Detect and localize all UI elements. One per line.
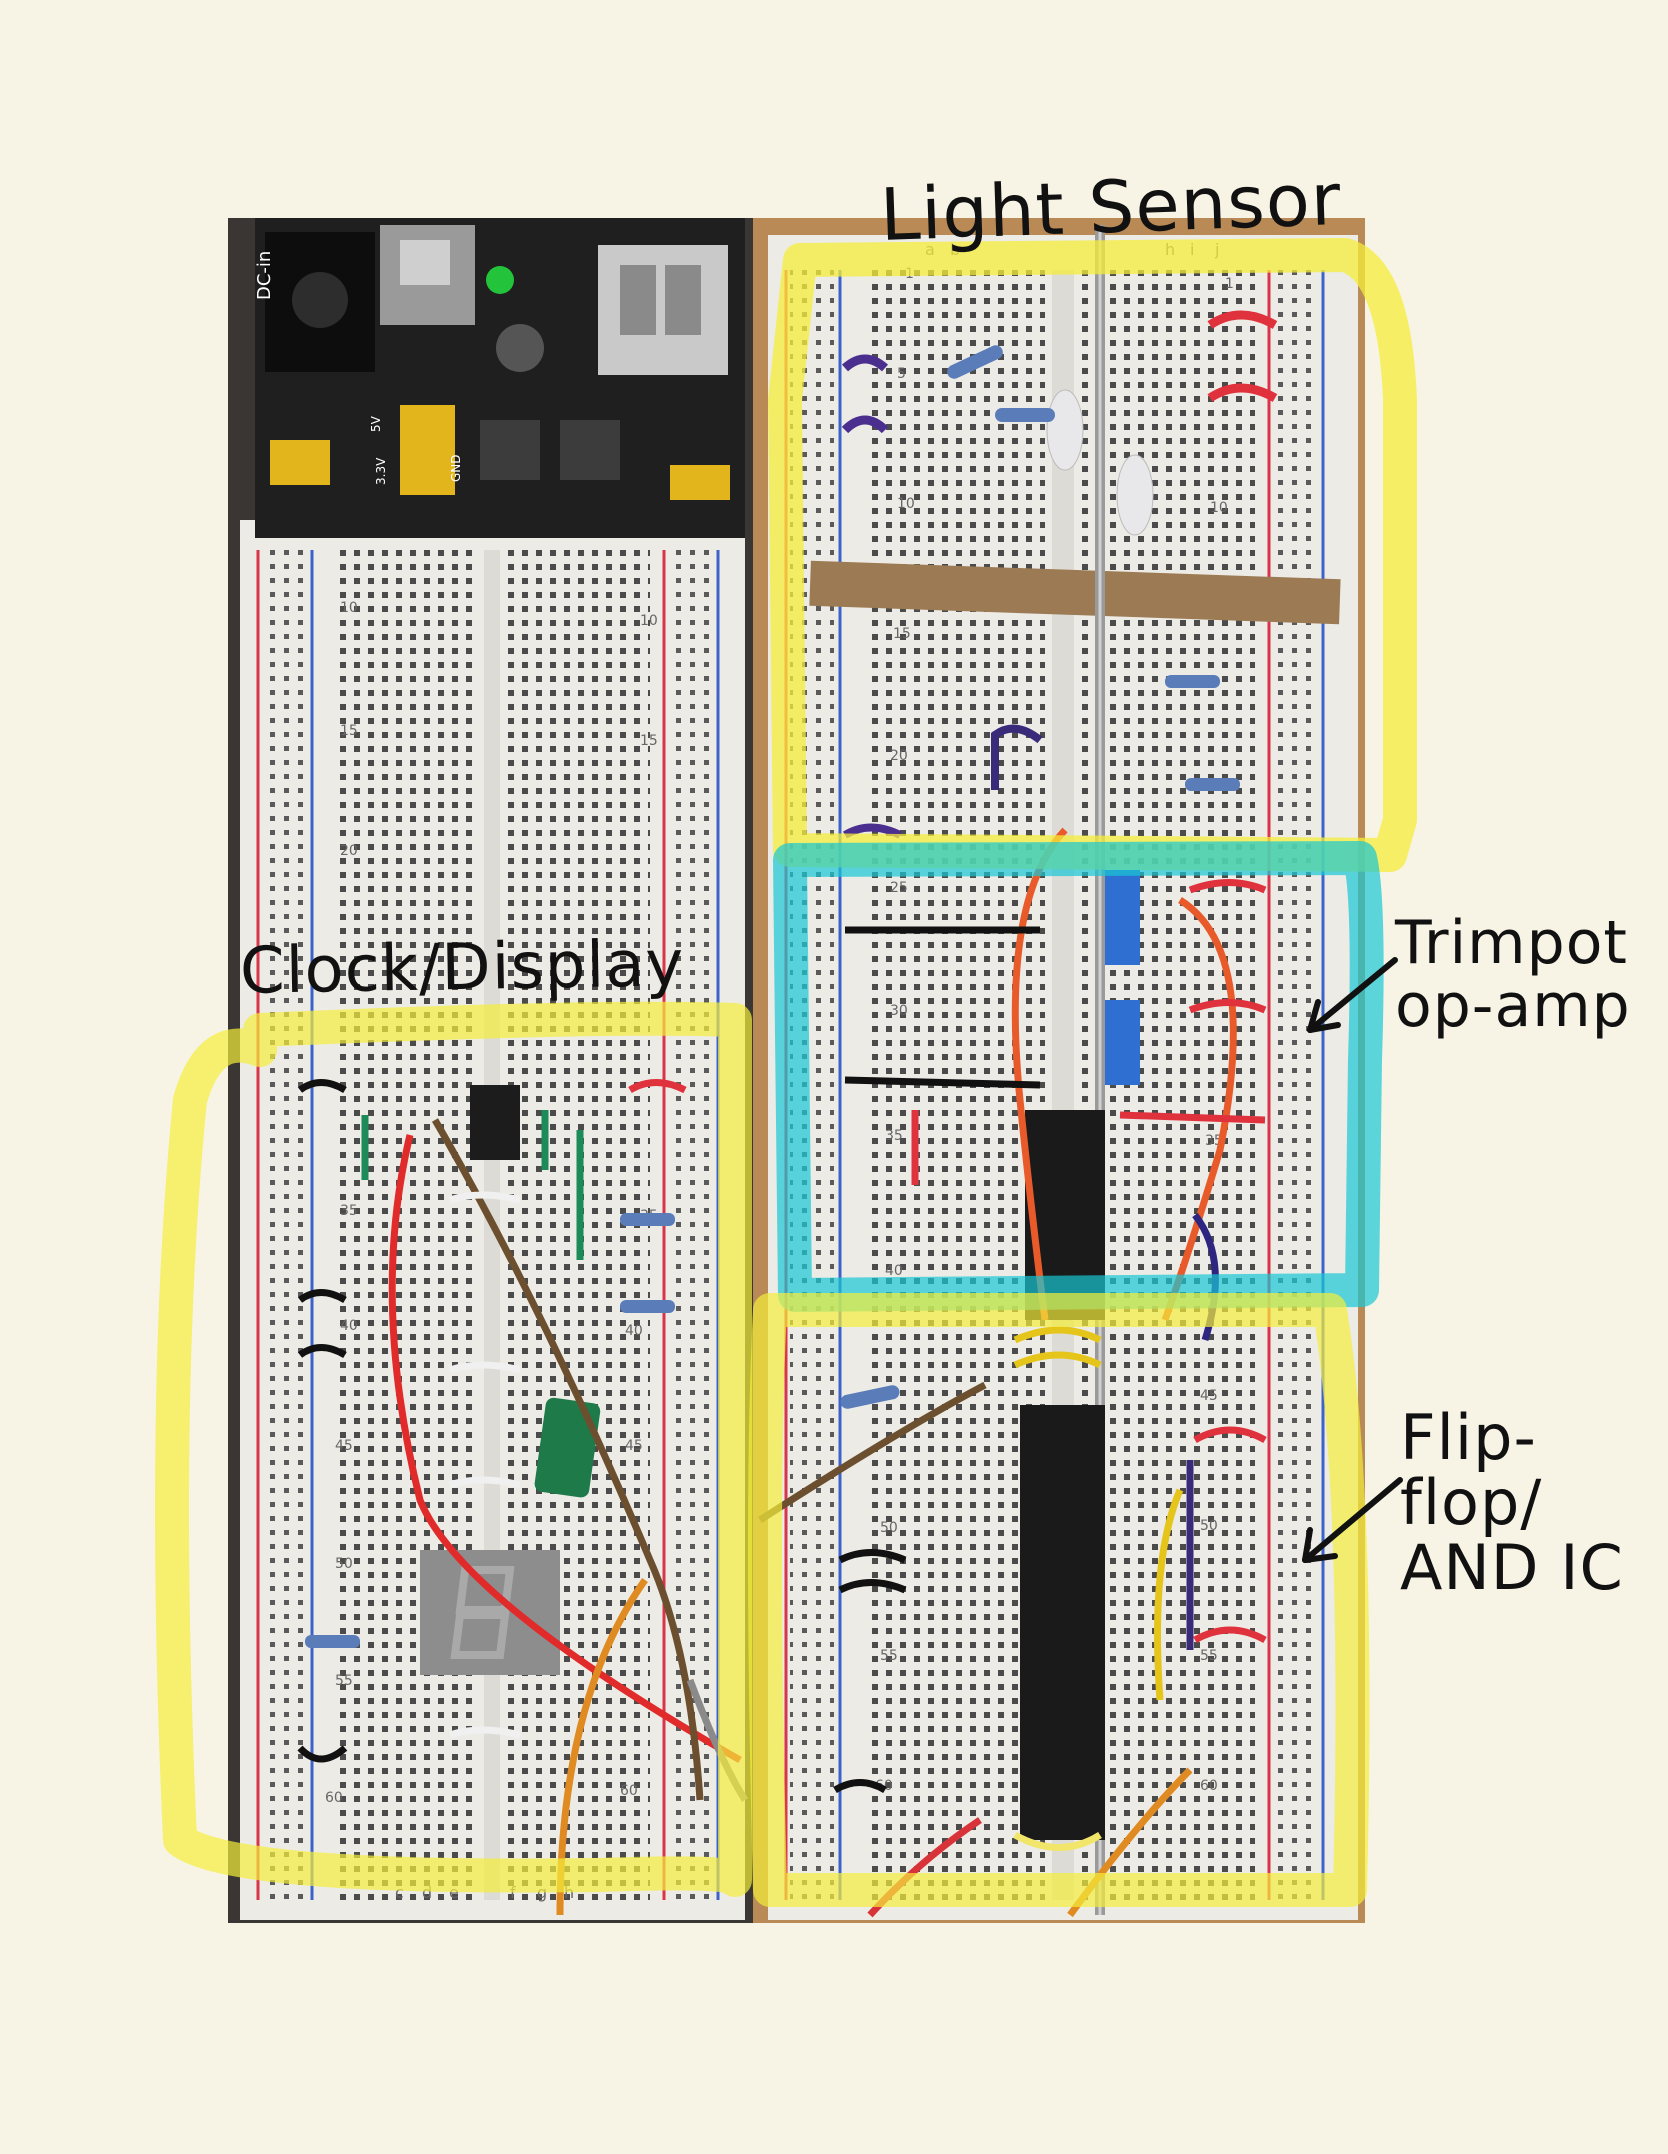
gnd-label: GND [449, 454, 463, 482]
ic-chip-icon [470, 1085, 520, 1160]
usb-port-icon [598, 245, 728, 375]
row-number: 45 [335, 1438, 353, 1454]
capacitor-icon [534, 1397, 601, 1498]
resistor-icon [947, 345, 1240, 791]
row-number: 30 [890, 1003, 908, 1019]
light-sensor-label: Light Sensor [878, 156, 1343, 258]
trimpot-opamp-label: Trimpot op-amp [1395, 908, 1631, 1041]
row-number: 15 [893, 626, 911, 642]
col-letter: c [395, 1883, 404, 1902]
col-letter: e [449, 1883, 459, 1902]
row-number: 35 [885, 1128, 903, 1144]
clock-display-components [297, 1079, 748, 1916]
trimpot-icon [1105, 870, 1140, 965]
photodiode-icon [1046, 389, 1154, 536]
row-number: 40 [625, 1323, 643, 1339]
row-number: 60 [620, 1783, 638, 1799]
row-number: 10 [340, 600, 358, 616]
ic-chip-icon [1020, 1405, 1105, 1630]
col-letter: d [422, 1883, 432, 1902]
arrow-icon [1302, 1477, 1403, 1563]
col-letter: h [564, 1883, 574, 1902]
row-number: 45 [625, 1438, 643, 1454]
row-number: 10 [897, 496, 915, 512]
resistor-icon [840, 1385, 900, 1409]
row-number: 60 [325, 1790, 343, 1806]
arrow-icon [1307, 957, 1398, 1033]
row-number: 10 [640, 613, 658, 629]
led-icon [486, 266, 514, 294]
row-number: 55 [880, 1648, 898, 1664]
row-number: 15 [340, 723, 358, 739]
row-number: 25 [890, 880, 908, 896]
row-number: 40 [885, 1263, 903, 1279]
clock-display-highlight [155, 1001, 752, 1897]
row-number: 45 [1200, 1388, 1218, 1404]
flipflop-and-label: Flip-flop/ AND IC [1400, 1401, 1624, 1605]
clock-display-label: Clock/Display [239, 927, 685, 1009]
row-number: 15 [640, 733, 658, 749]
resistor-icon [620, 1300, 675, 1313]
power-module-icon: DC-in 5V 3.3V GND [254, 218, 745, 538]
row-number: 10 [1210, 500, 1228, 516]
row-number: 20 [890, 748, 908, 764]
v33-label: 3.3V [374, 457, 388, 485]
dc-in-label: DC-in [254, 251, 275, 300]
row-number: 50 [1200, 1518, 1218, 1534]
row-number: 20 [340, 843, 358, 859]
trimpot-opamp-highlight [773, 841, 1384, 1312]
row-number: 55 [1200, 1648, 1218, 1664]
row-number: 60 [1200, 1778, 1218, 1794]
ic-chip-icon [1020, 1615, 1105, 1840]
light-sensor-highlight [768, 238, 1417, 872]
row-number: 50 [335, 1556, 353, 1572]
row-number: 55 [335, 1673, 353, 1689]
flipflop-and-highlight [748, 1293, 1370, 1907]
flipflop-and-components [758, 1326, 1267, 1918]
row-number: 1 [1225, 276, 1234, 292]
row-number: 5 [897, 366, 906, 382]
row-number: 40 [340, 1318, 358, 1334]
resistor-icon [305, 1635, 360, 1648]
trimpot-icon [1105, 1000, 1140, 1085]
row-number: 35 [340, 1203, 358, 1219]
row-number: 50 [880, 1520, 898, 1536]
resistor-icon [620, 1213, 675, 1226]
highlight-annotations [155, 238, 1417, 1907]
v5-label: 5V [369, 415, 383, 432]
